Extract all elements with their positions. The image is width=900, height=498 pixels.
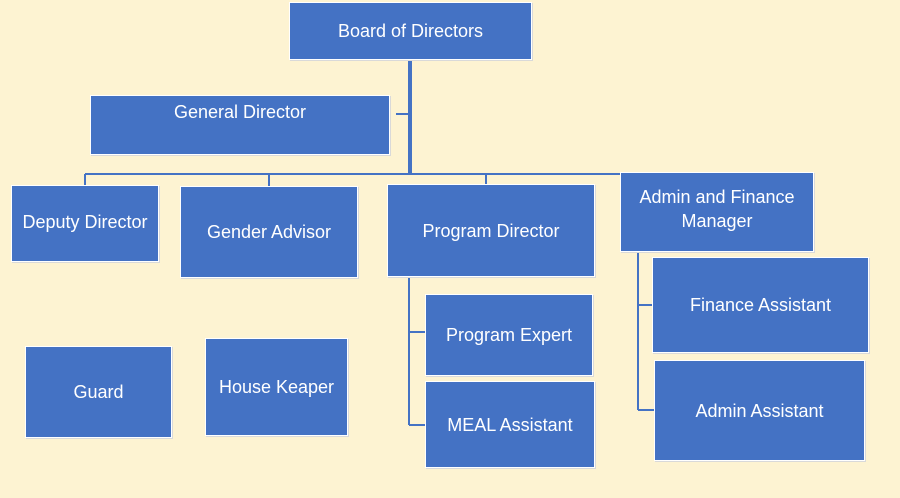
- deputy-director-label: Deputy Director: [22, 212, 148, 232]
- board-of-directors-box: Board of Directors: [289, 2, 532, 60]
- gender-advisor-box: Gender Advisor: [180, 186, 358, 278]
- admin-finance-manager-label: Admin and Finance Manager: [639, 187, 795, 231]
- finance-assistant-box: Finance Assistant: [652, 257, 869, 353]
- meal-assistant-box: MEAL Assistant: [425, 381, 595, 468]
- house-keeper-box: House Keaper: [205, 338, 348, 436]
- program-director-label: Program Director: [422, 221, 560, 241]
- admin-finance-manager-box: Admin and Finance Manager: [620, 172, 814, 252]
- program-expert-label: Program Expert: [445, 325, 573, 345]
- program-expert-box: Program Expert: [425, 294, 593, 376]
- general-director-box: General Director: [90, 95, 390, 155]
- admin-assistant-box: Admin Assistant: [654, 360, 865, 461]
- meal-assistant-label: MEAL Assistant: [447, 414, 573, 435]
- house-keeper-label: House Keaper: [218, 377, 335, 397]
- guard-label: Guard: [73, 382, 124, 402]
- program-director-box: Program Director: [387, 184, 595, 277]
- admin-assistant-label: Admin Assistant: [695, 400, 824, 421]
- finance-assistant-label: Finance Assistant: [689, 295, 832, 315]
- general-director-label: General Director: [173, 102, 307, 122]
- gender-advisor-label: Gender Advisor: [206, 222, 332, 242]
- deputy-director-box: Deputy Director: [11, 185, 159, 262]
- board-of-directors-label: Board of Directors: [337, 21, 484, 41]
- guard-box: Guard: [25, 346, 172, 438]
